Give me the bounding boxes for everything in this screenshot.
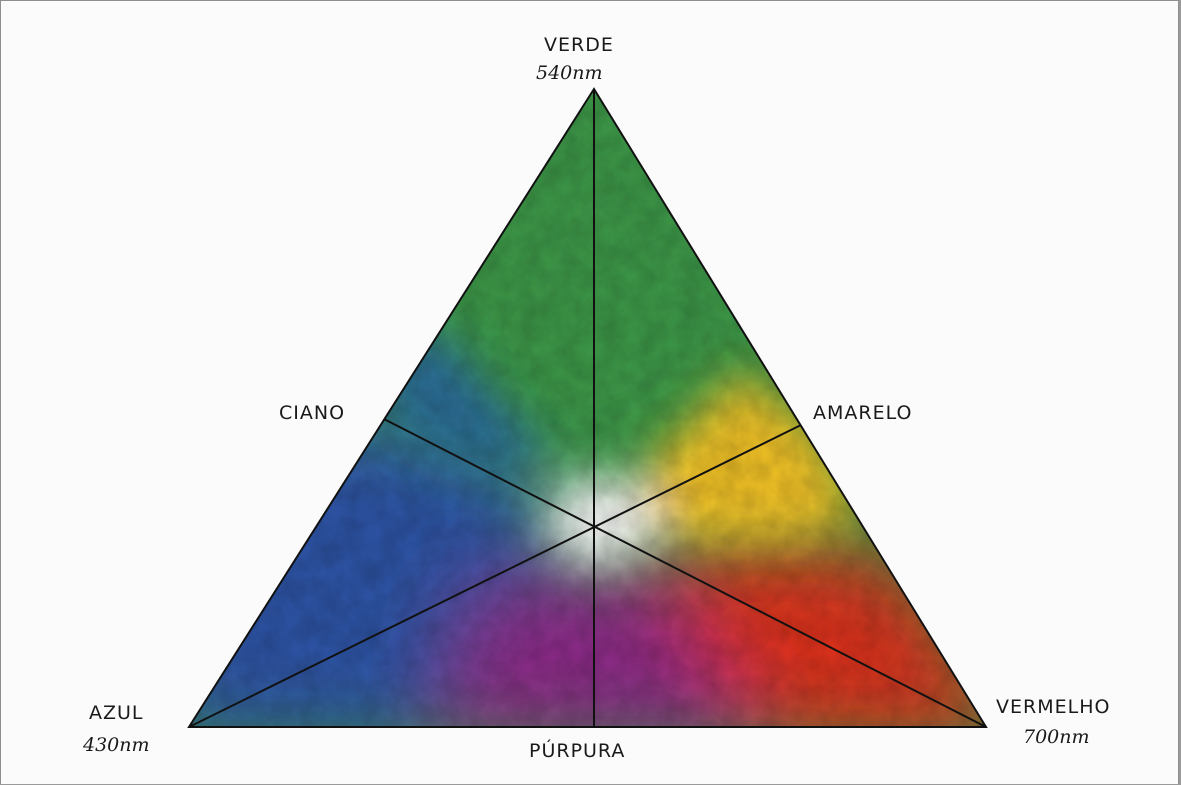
triangle-lines <box>187 87 988 728</box>
vertex-right-wavelength: 700nm <box>1023 726 1090 748</box>
vertex-top-name: VERDE <box>544 34 614 56</box>
vertex-left-name: AZUL <box>89 702 144 724</box>
median-right <box>383 418 987 728</box>
vertex-top-wavelength: 540nm <box>536 62 603 84</box>
median-left <box>188 424 802 728</box>
midpoint-right-label: AMARELO <box>813 402 912 424</box>
triangle-outline <box>187 87 988 728</box>
midpoint-bottom-label: PÚRPURA <box>529 738 625 762</box>
midpoint-left-label: CIANO <box>279 402 345 424</box>
vertex-right-name: VERMELHO <box>996 696 1110 718</box>
vertex-left-wavelength: 430nm <box>82 734 150 756</box>
